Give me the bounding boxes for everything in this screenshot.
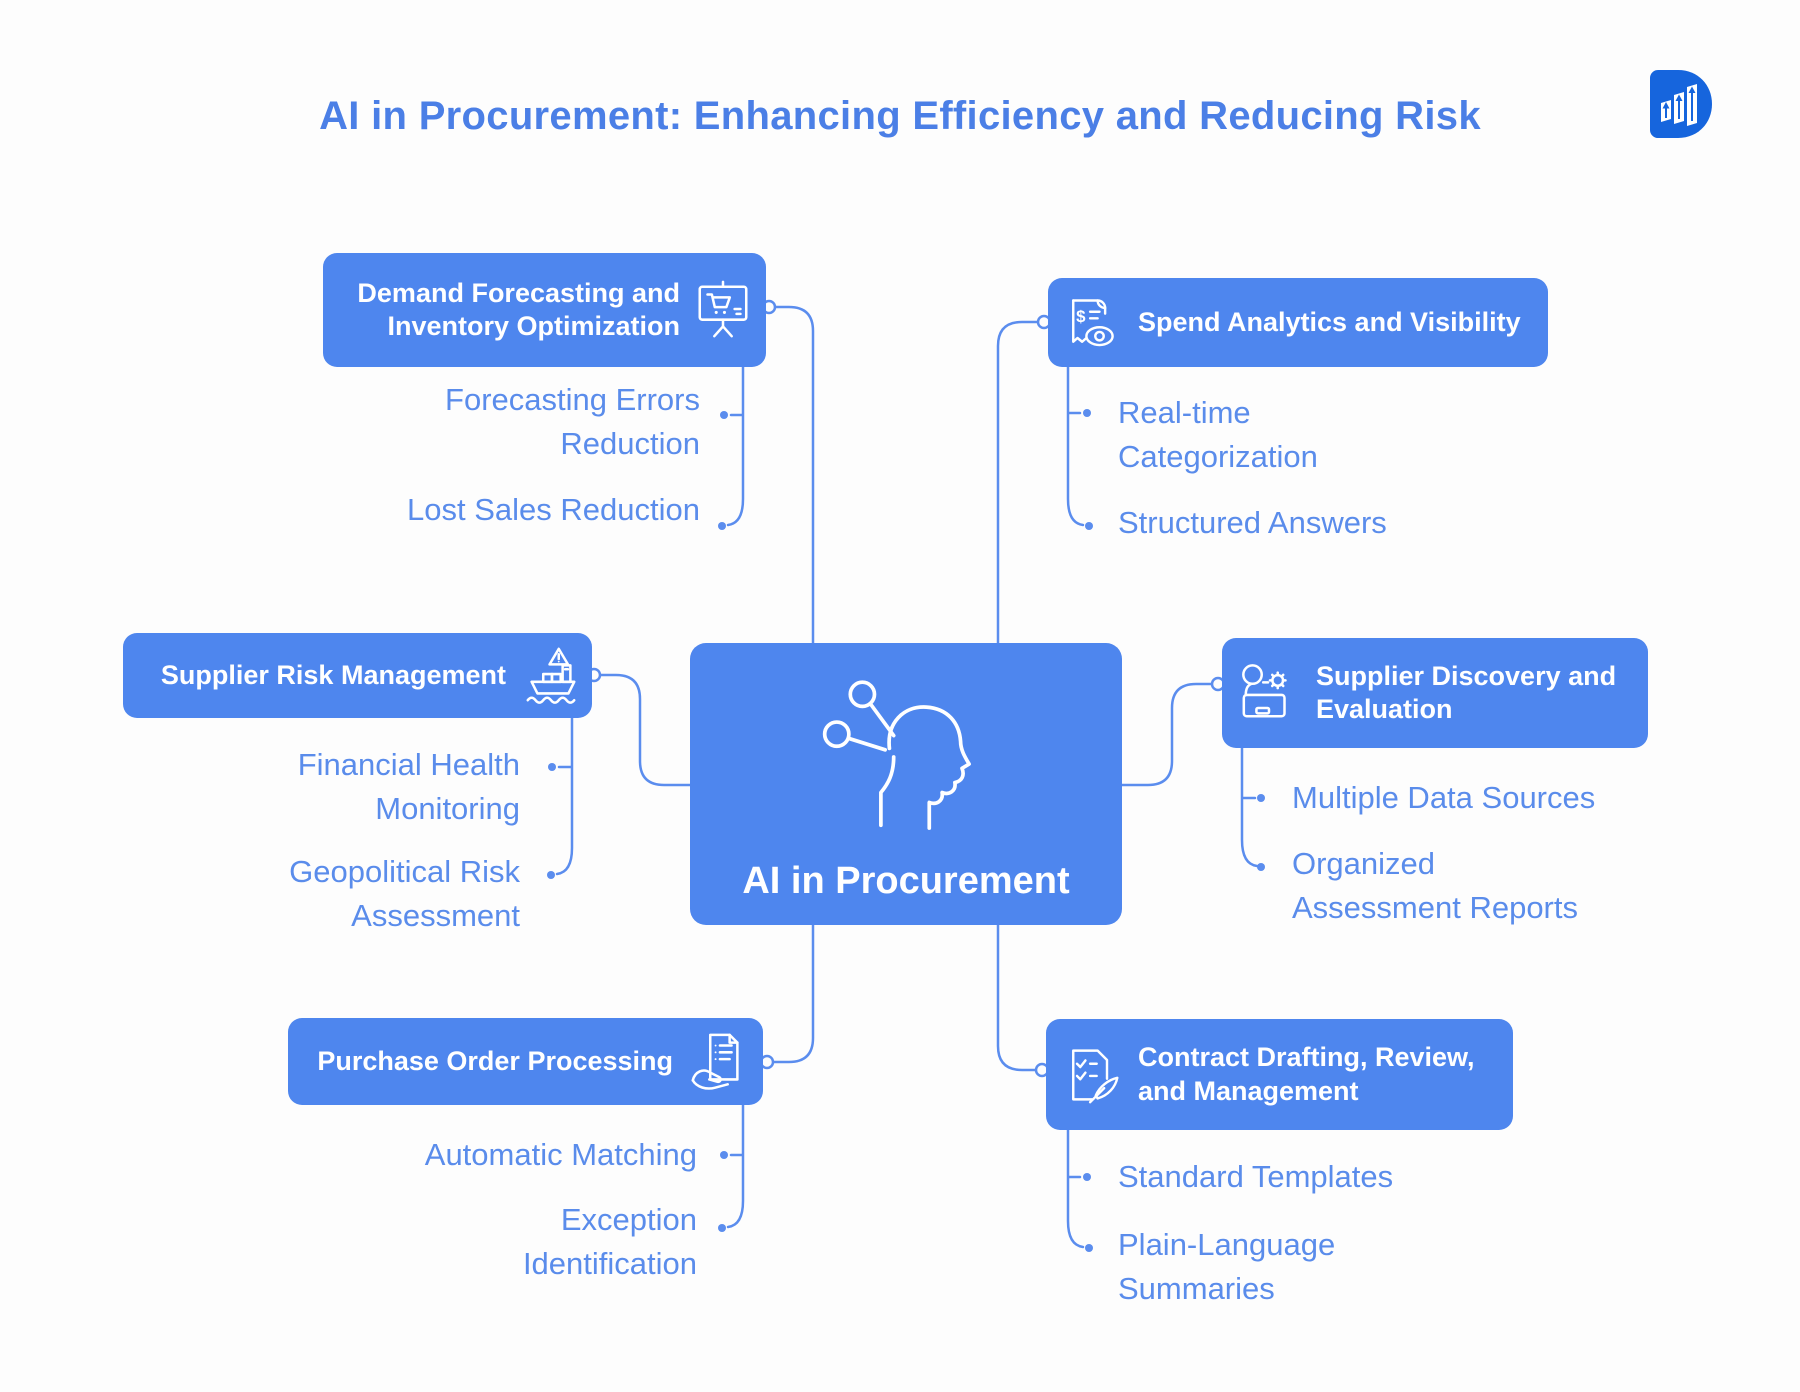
branch-node-supplier-risk[interactable]: Supplier Risk Management [123, 633, 592, 718]
branch-node-demand-forecasting[interactable]: Demand Forecasting and Inventory Optimiz… [323, 253, 766, 367]
child-node-geopolitical-risk-assessment[interactable]: Geopolitical Risk Assessment [289, 854, 520, 933]
branch-node-purchase-order[interactable]: Purchase Order Processing [288, 1018, 763, 1105]
branch-node-label: Purchase Order Processing [317, 1045, 673, 1076]
child-node-organized-assessment-reports[interactable]: Organized Assessment Reports [1292, 846, 1578, 925]
branch-node-label: Spend Analytics and Visibility [1138, 306, 1521, 337]
branch-node-contract-management[interactable]: Contract Drafting, Review, and Managemen… [1046, 1019, 1513, 1130]
growth-chart-logo-graphic [1650, 70, 1712, 138]
cargo-ship-warning-icon [520, 645, 582, 707]
child-node-real-time-categorization[interactable]: Real-time Categorization [1118, 395, 1318, 474]
document-hand-icon [687, 1031, 749, 1093]
branch-node-supplier-discovery[interactable]: Supplier Discovery and Evaluation [1222, 638, 1648, 748]
connector-risk-children [555, 716, 574, 876]
connector-purchase-children [726, 1103, 745, 1229]
center-node-label: AI in Procurement [742, 859, 1070, 902]
child-node-structured-answers[interactable]: Structured Answers [1118, 505, 1387, 540]
child-node-multiple-data-sources[interactable]: Multiple Data Sources [1292, 780, 1596, 815]
connector-discovery-children [1240, 746, 1259, 868]
page-title: AI in Procurement: Enhancing Efficiency … [319, 94, 1481, 138]
connector-spend-to-center [996, 320, 1040, 645]
easel-cart-icon [692, 279, 754, 341]
connector-contract-children [1066, 1128, 1085, 1249]
connector-demand-to-center [773, 305, 815, 645]
search-gear-card-icon [1238, 662, 1300, 724]
contract-quill-icon [1062, 1045, 1122, 1105]
branch-node-spend-analytics[interactable]: $ Spend Analytics and Visibility [1048, 278, 1548, 367]
branch-node-label: Contract Drafting, Review, and Managemen… [1138, 1042, 1475, 1106]
branch-node-label: Demand Forecasting and Inventory Optimiz… [357, 277, 680, 341]
child-node-automatic-matching[interactable]: Automatic Matching [424, 1137, 697, 1172]
branch-node-label: Supplier Discovery and Evaluation [1316, 660, 1617, 724]
growth-chart-logo [1648, 68, 1714, 140]
child-node-lost-sales-reduction[interactable]: Lost Sales Reduction [407, 492, 700, 527]
child-node-forecasting-errors-reduction[interactable]: Forecasting Errors Reduction [445, 382, 700, 461]
child-node-standard-templates[interactable]: Standard Templates [1118, 1159, 1394, 1194]
ai-head-icon [809, 663, 1004, 848]
child-node-plain-language-summaries[interactable]: Plain-Language Summaries [1118, 1227, 1336, 1306]
child-node-exception-identification[interactable]: Exception Identification [522, 1202, 697, 1281]
connector-risk-to-center [598, 673, 692, 787]
connector-spend-children [1066, 365, 1085, 527]
child-node-financial-health-monitoring[interactable]: Financial Health Monitoring [297, 747, 520, 826]
center-node-ai-in-procurement[interactable]: AI in Procurement [690, 643, 1122, 925]
receipt-eye-icon: $ [1062, 293, 1122, 353]
connector-demand-children [726, 365, 745, 527]
svg-text:$: $ [1076, 307, 1086, 326]
connector-center-to-contract [996, 923, 1038, 1072]
connector-center-to-discovery [1120, 682, 1214, 787]
connector-center-to-purchase [771, 923, 815, 1064]
branch-node-label: Supplier Risk Management [160, 659, 506, 690]
